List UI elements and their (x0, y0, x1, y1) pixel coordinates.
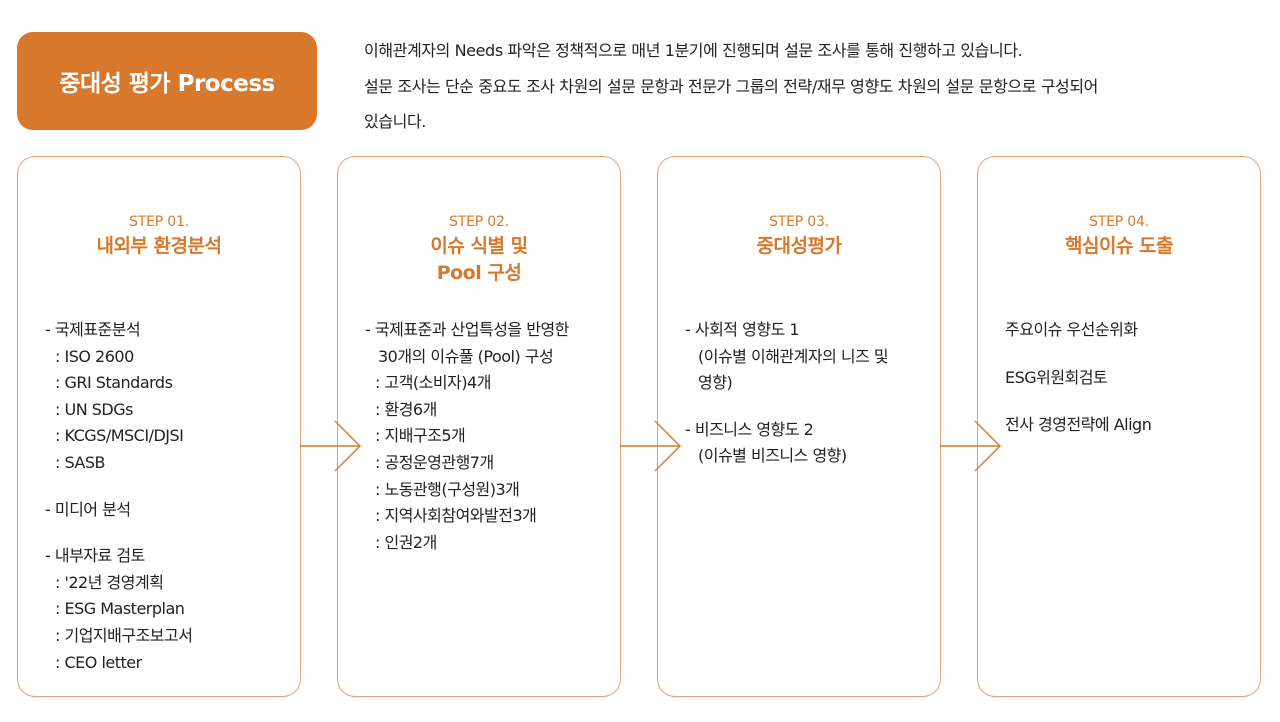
list-item: : 지배구조5개 (375, 426, 466, 446)
step-number: STEP 01. (129, 214, 189, 230)
list-item: 영향) (698, 373, 733, 393)
step-4-header: STEP 04. 핵심이슈 도출 (978, 213, 1260, 260)
group-heading: - 미디어 분석 (45, 499, 131, 519)
list-item: : 노동관행(구성원)3개 (375, 479, 520, 499)
process-title-badge: 중대성 평가 Process (17, 32, 317, 130)
list-item: : CEO letter (55, 652, 142, 672)
step-4-body: 주요이슈 우선순위화 ESG위원회검토 전사 경영전략에 Align (1005, 317, 1252, 439)
list-item: 전사 경영전략에 Align (1005, 415, 1152, 435)
process-title: 중대성 평가 Process (59, 71, 275, 97)
group-heading: - 국제표준분석 (45, 320, 141, 339)
list-item: 주요이슈 우선순위화 (1005, 320, 1138, 339)
list-item: : UN SDGs (55, 399, 133, 419)
step-title: 이슈 식별 및 Pool 구성 (430, 235, 528, 284)
intro-line: 있습니다. (364, 112, 426, 131)
list-item: : 공정운영관행7개 (375, 452, 494, 472)
list-item: : ESG Masterplan (55, 599, 185, 619)
list-item: : ISO 2600 (55, 346, 134, 366)
step-number: STEP 03. (769, 214, 829, 230)
intro-line: 이해관계자의 Needs 파악은 정책적으로 매년 1분기에 진행되며 설문 조… (364, 41, 1023, 60)
step-title: 중대성평가 (756, 235, 842, 257)
step-number: STEP 02. (449, 214, 509, 230)
arrow-right-icon (300, 420, 361, 472)
step-3-header: STEP 03. 중대성평가 (658, 213, 940, 260)
step-1-body: - 국제표준분석 : ISO 2600 : GRI Standards : UN… (45, 317, 292, 676)
list-item: : GRI Standards (55, 373, 173, 393)
step-title: 내외부 환경분석 (96, 235, 222, 257)
step-2-box: STEP 02. 이슈 식별 및 Pool 구성 - 국제표준과 산업특성을 반… (337, 156, 621, 697)
step-3-body: - 사회적 영향도 1 (이슈별 이해관계자의 니즈 및 영향) - 비즈니스 … (685, 317, 932, 470)
list-item: : '22년 경영계획 (55, 572, 164, 592)
step-2-body: - 국제표준과 산업특성을 반영한 30개의 이슈풀 (Pool) 구성 : 고… (365, 317, 612, 556)
group-heading: - 사회적 영향도 1 (685, 320, 800, 339)
list-item: ESG위원회검토 (1005, 367, 1108, 387)
arrow-right-icon (620, 420, 681, 472)
step-1-box: STEP 01. 내외부 환경분석 - 국제표준분석 : ISO 2600 : … (17, 156, 301, 697)
group-heading: - 국제표준과 산업특성을 반영한 (365, 320, 569, 339)
list-item: : 기업지배구조보고서 (55, 625, 193, 645)
step-3-box: STEP 03. 중대성평가 - 사회적 영향도 1 (이슈별 이해관계자의 니… (657, 156, 941, 697)
list-item: : 환경6개 (375, 399, 437, 419)
step-4-box: STEP 04. 핵심이슈 도출 주요이슈 우선순위화 ESG위원회검토 전사 … (977, 156, 1261, 697)
group-heading: - 내부자료 검토 (45, 546, 145, 566)
step-title: 핵심이슈 도출 (1065, 235, 1174, 257)
step-number: STEP 04. (1089, 214, 1149, 230)
group-heading: - 비즈니스 영향도 2 (685, 419, 814, 439)
list-item: : 지역사회참여와발전3개 (375, 506, 537, 526)
step-2-header: STEP 02. 이슈 식별 및 Pool 구성 (338, 213, 620, 287)
list-item: : SASB (55, 452, 106, 472)
list-item: : 고객(소비자)4개 (375, 373, 491, 393)
list-item: : KCGS/MSCI/DJSI (55, 426, 184, 446)
list-item: (이슈별 비즈니스 영향) (698, 446, 847, 466)
step-1-header: STEP 01. 내외부 환경분석 (18, 213, 300, 260)
arrow-right-icon (940, 420, 1001, 472)
group-heading-continued: 30개의 이슈풀 (Pool) 구성 (378, 346, 554, 366)
intro-line: 설문 조사는 단순 중요도 조사 차원의 설문 문항과 전문가 그룹의 전략/재… (364, 76, 1099, 96)
list-item: (이슈별 이해관계자의 니즈 및 (698, 346, 889, 366)
intro-text: 이해관계자의 Needs 파악은 정책적으로 매년 1분기에 진행되며 설문 조… (364, 33, 1264, 140)
list-item: : 인권2개 (375, 532, 437, 552)
